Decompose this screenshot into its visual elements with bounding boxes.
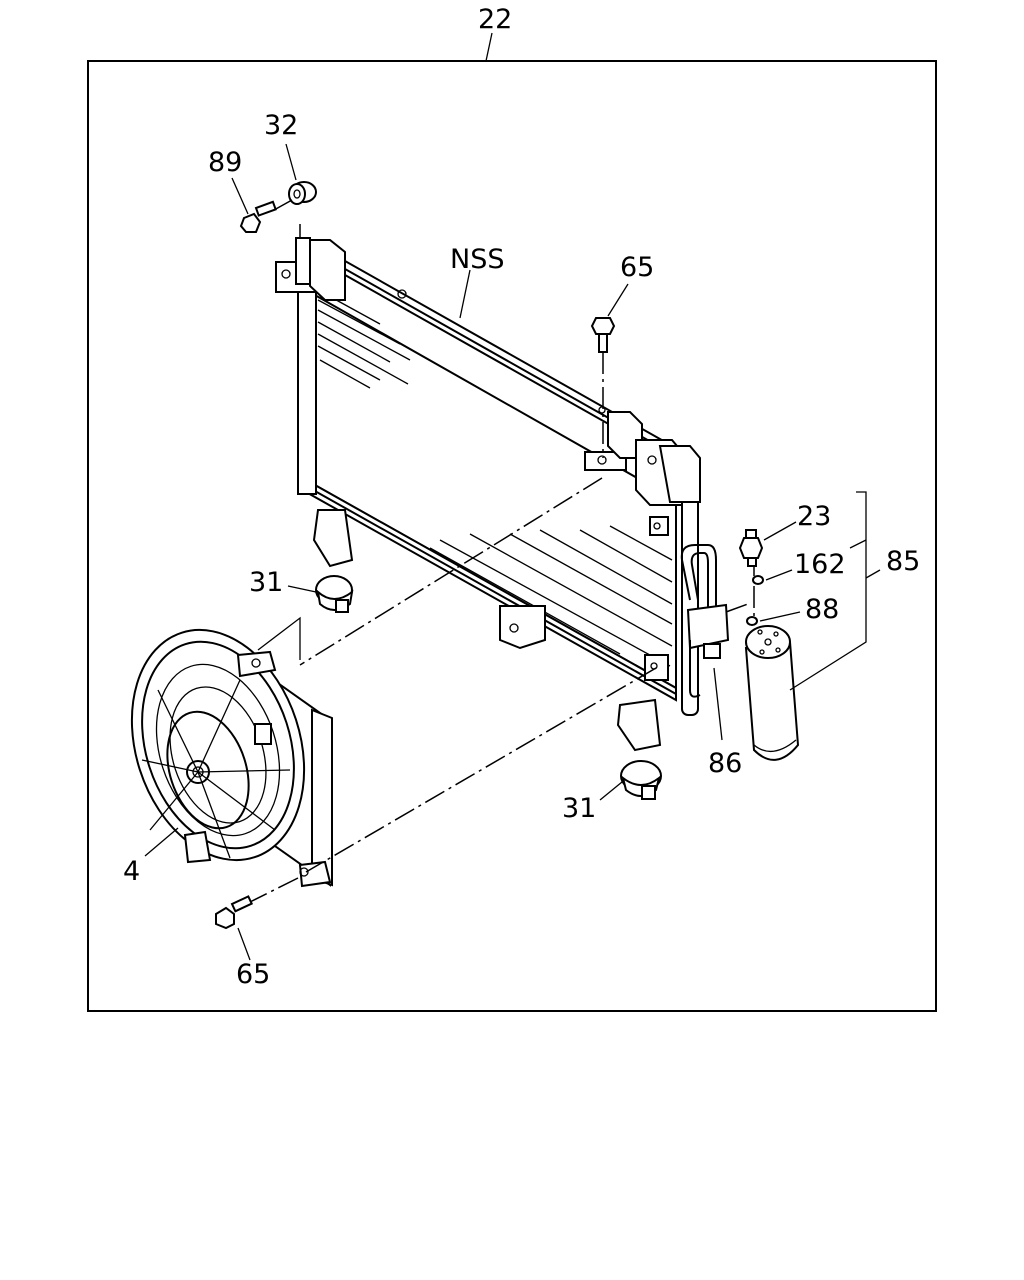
o-ring-88 xyxy=(746,616,758,626)
callout-nss: NSS xyxy=(450,244,504,275)
callout-88: 88 xyxy=(805,594,839,625)
callout-4: 4 xyxy=(123,856,140,887)
leader-lines xyxy=(144,143,881,961)
o-ring-162 xyxy=(752,575,764,585)
switch-23 xyxy=(738,529,764,567)
bolt-65-bottom xyxy=(215,895,254,930)
callout-22: 22 xyxy=(478,4,512,35)
alignment-lines xyxy=(249,199,755,903)
callout-89: 89 xyxy=(208,147,242,178)
bolt-89 xyxy=(239,200,277,233)
callout-65-top: 65 xyxy=(620,252,654,283)
callout-32: 32 xyxy=(264,110,298,141)
diagram-frame xyxy=(87,60,937,1012)
callout-85: 85 xyxy=(886,546,920,577)
fan-motor xyxy=(130,628,333,888)
condenser xyxy=(275,237,730,752)
callout-162: 162 xyxy=(794,549,846,580)
rubber-mount-31-left xyxy=(315,575,354,613)
callout-86: 86 xyxy=(708,748,742,779)
callout-23: 23 xyxy=(797,501,831,532)
callout-65-bottom: 65 xyxy=(236,959,270,990)
receiver-drier-85 xyxy=(744,625,800,761)
callout-31-right: 31 xyxy=(562,793,596,824)
rubber-mount-31-right xyxy=(620,760,662,800)
bolt-65-top xyxy=(590,317,616,353)
bushing-32 xyxy=(288,181,317,205)
callout-31-left: 31 xyxy=(249,567,283,598)
